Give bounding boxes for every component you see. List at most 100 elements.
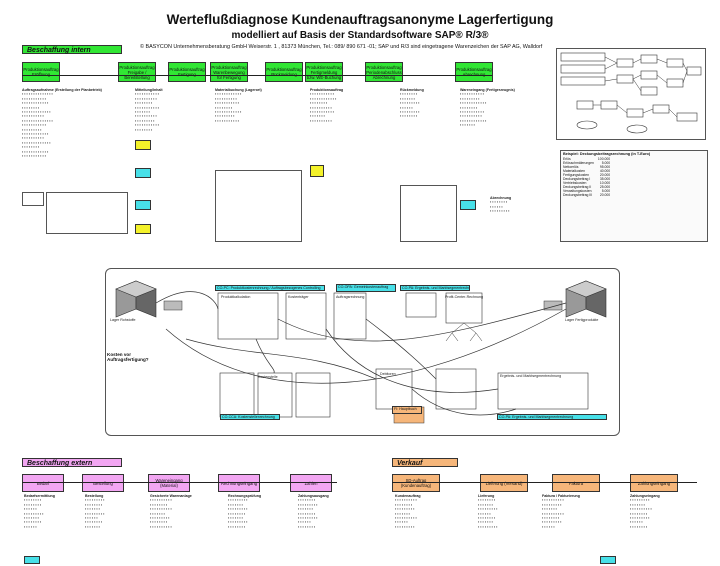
right-table-label: Deckungsbeitrag II (563, 185, 592, 189)
extern-col-2: Bestellung▪ ▪ ▪ ▪ ▪ ▪ ▪ ▪ ▪▪ ▪ ▪ ▪ ▪ ▪ ▪… (85, 494, 105, 529)
right-table-label: Deckungsbeitrag I (563, 177, 591, 181)
right-table-label: Deckungsbeitrag III (563, 193, 593, 197)
right-process-svg (560, 52, 702, 134)
intern-yellow-tag-2 (135, 224, 151, 234)
intern-col-2: Mitteilung/Inhalt ▪ ▪ ▪ ▪ ▪ ▪ ▪ ▪ ▪ ▪ ▪▪… (135, 88, 163, 132)
right-table-label: Erlösschmälerungen (563, 161, 594, 165)
central-box-6: Auftragsrechnung (336, 295, 365, 299)
right-table-box: Beispiel: Deckungsbeitragsrechnung (in T… (560, 150, 708, 242)
verkauf-col-4: Zahlungseingang▪ ▪ ▪ ▪ ▪ ▪ ▪ ▪ ▪▪ ▪ ▪ ▪ … (630, 494, 660, 529)
right-table-label: Materialkosten (563, 169, 586, 173)
right-table-value: 25.000 (599, 185, 611, 189)
section-intern: Beschaffung intern (22, 45, 122, 54)
right-table-value: 35.000 (599, 177, 611, 181)
fi-hauptbuch-box: FI: Hauptbuch (392, 406, 422, 414)
right-table-row: Nettoerlös 95.000 (561, 165, 612, 169)
extern-step-3: Wareneingang (Material) (148, 474, 190, 492)
intern-col-7: Abrechnung▪ ▪ ▪ ▪ ▪ ▪ ▪ ▪▪ ▪ ▪ ▪ ▪ ▪▪ ▪ … (490, 196, 512, 214)
intern-step-7: Produktionsauftrag Periodenabschluss Abr… (365, 62, 403, 82)
intern-col-6: Wareneingang (Fertigerzeugnis) ▪ ▪ ▪ ▪ ▪… (460, 88, 515, 128)
intern-col-4: Produktionsauftrag ▪ ▪ ▪ ▪ ▪ ▪ ▪ ▪ ▪ ▪ ▪… (310, 88, 344, 123)
intern-cyan-tag-3 (460, 200, 476, 210)
section-extern: Beschaffung extern (22, 458, 122, 467)
extern-step-1: Bedarf (22, 474, 64, 492)
right-table-value: 5.000 (601, 189, 611, 193)
verkauf-step-2: Lieferung (Versand) (480, 474, 528, 492)
right-table-row: Verwaltungskosten 5.000 (561, 189, 612, 193)
central-box-7: Debitoren (380, 372, 396, 376)
extern-step-5: Zahlen (290, 474, 332, 492)
intern-cyan-tag-1 (135, 168, 151, 178)
central-diagram-frame (105, 268, 620, 436)
intern-step-1: Produktionsauftrag Eröffnung (22, 62, 60, 82)
right-table-label: Verwaltungskosten (563, 189, 592, 193)
verkauf-step-1: SD-Auftrag (Kundenauftrag) (392, 474, 440, 492)
section-verkauf: Verkauf (392, 458, 458, 467)
right-table-title: Beispiel: Deckungsbeitragsrechnung (in T… (563, 152, 651, 156)
intern-col-5: Rückmeldung ▪ ▪ ▪ ▪ ▪ ▪ ▪ ▪▪ ▪ ▪ ▪ ▪ ▪ ▪… (400, 88, 424, 119)
intern-step-4: Produktionsauftrag Warenbewegung für Fer… (210, 62, 248, 82)
extern-col-5: Zahlungsausgang▪ ▪ ▪ ▪ ▪ ▪ ▪ ▪▪ ▪ ▪ ▪ ▪ … (298, 494, 329, 529)
co-cca-footer: CO-CCA: Kostenstellenrechnung (220, 414, 280, 420)
verkauf-col-1: Kundenauftrag▪ ▪ ▪ ▪ ▪ ▪ ▪ ▪ ▪ ▪▪ ▪ ▪ ▪ … (395, 494, 421, 529)
verkauf-col-3: Faktura / Fakturierung▪ ▪ ▪ ▪ ▪ ▪ ▪ ▪ ▪ … (542, 494, 580, 529)
intern-cyan-tag-2 (135, 200, 151, 210)
extern-step-2: Bestellung (82, 474, 124, 492)
right-table-row: Deckungsbeitrag II 25.000 (561, 185, 612, 189)
extern-col-4: Rechnungsprüfung▪ ▪ ▪ ▪ ▪ ▪ ▪ ▪ ▪▪ ▪ ▪ ▪… (228, 494, 262, 529)
intern-step-2: Produktionsauftrag Freigabe / Bereitstel… (118, 62, 156, 82)
verkauf-step-4: Zahlungseingang (630, 474, 678, 492)
right-process-diagram (556, 48, 706, 140)
intern-step-6: Produktionsauftrag Fertigmeldung bzw. WE… (305, 62, 343, 82)
central-box-1: Produktkalkulation (221, 295, 251, 299)
right-table-value: 100.000 (597, 157, 611, 161)
right-table-row: Deckungsbeitrag III 20.000 (561, 193, 612, 197)
right-table-value: 95.000 (599, 165, 611, 169)
central-diagram-svg (115, 280, 607, 424)
intern-mini-table (46, 192, 128, 234)
extern-step-4: Rechnungseingang (218, 474, 260, 492)
central-left-label: Kosten vor Auftragsfertigung? (107, 352, 149, 362)
extern-flow-line (22, 482, 337, 483)
intern-step-8: Produktionsauftrag Abrechnung (455, 62, 493, 82)
right-table-value: 20.000 (599, 193, 611, 197)
intern-note-small (22, 192, 44, 206)
central-box-3: Ergebnis- und Marktsegmentrechnung (500, 374, 562, 378)
verkauf-col-2: Lieferung▪ ▪ ▪ ▪ ▪ ▪ ▪ ▪▪ ▪ ▪ ▪ ▪ ▪ ▪▪ ▪… (478, 494, 498, 529)
co-pa-header-top: CO-PA: Ergebnis- und Marktsegmentrechnun… (400, 285, 470, 291)
page-subtitle: modelliert auf Basis der Standardsoftwar… (231, 30, 489, 41)
right-table-value: 40.000 (599, 169, 611, 173)
verkauf-step-3: Faktura (552, 474, 600, 492)
right-table-label: Vertriebskosten (563, 181, 587, 185)
co-pc-header: CO-PC: Produktkostenrechnung / Auftragsb… (215, 285, 325, 291)
intern-yellow-tag-1 (135, 140, 151, 150)
right-table-value: 10.000 (599, 181, 611, 185)
right-table-row: Materialkosten 40.000 (561, 169, 612, 173)
right-table-row: Deckungsbeitrag I 35.000 (561, 177, 612, 181)
central-box-4: Profit-Center-Rechnung (445, 295, 483, 299)
extern-col-1: Bedarfsermittlung▪ ▪ ▪ ▪ ▪ ▪ ▪ ▪▪ ▪ ▪ ▪ … (24, 494, 55, 529)
right-table-row: Fertigungskosten 20.000 (561, 173, 612, 177)
intern-col-1: Auftragsaufnahme (Erstellung der Planbet… (22, 88, 102, 159)
intern-step-3: Produktionsauftrag Fertigung (168, 62, 206, 82)
extern-cyan-tag (24, 556, 40, 564)
central-box-5: Kostenträger (288, 295, 309, 299)
right-table-label: Nettoerlös (563, 165, 579, 169)
page-title: Werteflußdiagnose Kundenauftragsanonyme … (166, 12, 554, 27)
intern-data-table (215, 170, 302, 242)
intern-yellow-tag-3 (310, 165, 324, 177)
central-right-caption: Lager Fertigprodukte (565, 318, 599, 322)
central-box-2: Kostenstelle (258, 375, 278, 379)
right-table-value: 5.000 (601, 161, 611, 165)
right-table-row: Vertriebskosten 10.000 (561, 181, 612, 185)
intern-flow-line (22, 75, 492, 76)
right-table-row: Erlösschmälerungen 5.000 (561, 161, 612, 165)
right-table-value: 20.000 (599, 173, 611, 177)
intern-col-3: Materialbuchung (Lagerort) ▪ ▪ ▪ ▪ ▪ ▪ ▪… (215, 88, 262, 123)
verkauf-flow-line (392, 482, 697, 483)
right-table-label: Fertigungskosten (563, 173, 590, 177)
central-left-caption: Lager Rohstoffe (110, 318, 136, 322)
intern-stock-table (400, 185, 457, 242)
